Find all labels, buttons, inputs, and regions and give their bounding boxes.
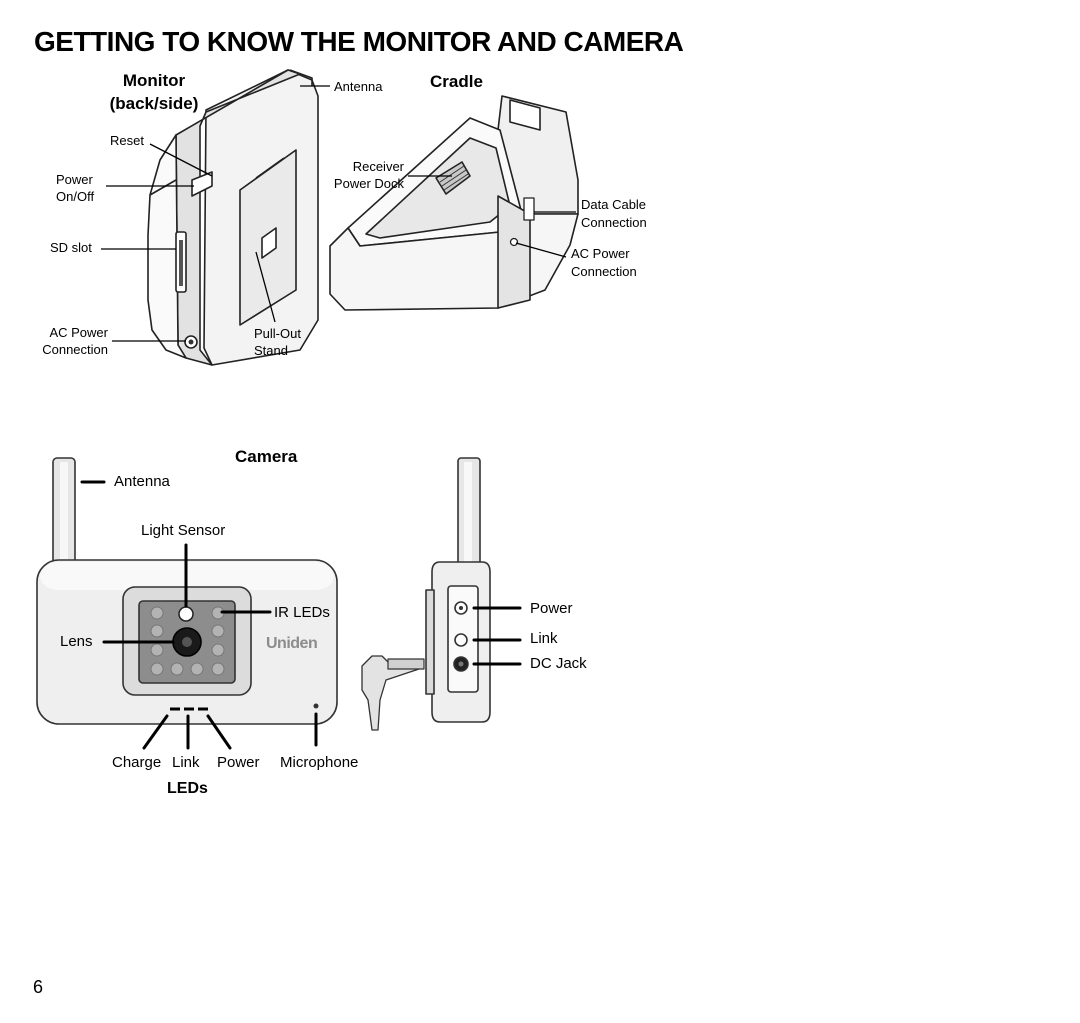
pull-out-stand-label: Pull-Out Stand: [254, 325, 301, 359]
monitor-ac-power-label: AC Power Connection: [24, 324, 108, 358]
power-led-label: Power: [217, 754, 260, 771]
cradle-leader-lines: [408, 175, 576, 258]
monitor-illustration: [147, 69, 319, 366]
cradle-ac-power-line1: AC Power: [571, 246, 630, 261]
power-label-line2: On/Off: [56, 189, 95, 204]
side-power-label: Power: [530, 600, 573, 617]
camera-heading: Camera: [235, 447, 298, 466]
data-cable-line2: Connection: [581, 215, 647, 230]
power-on-off-label: Power On/Off: [56, 171, 94, 205]
receiver-power-dock-label: Receiver Power Dock: [318, 158, 404, 192]
page-number: 6: [33, 977, 44, 997]
monitor-heading: Monitor (back/side): [104, 71, 204, 114]
cradle-heading: Cradle: [430, 72, 483, 91]
leds-heading: LEDs: [167, 780, 208, 797]
data-cable-line1: Data Cable: [581, 197, 647, 212]
sd-slot-label: SD slot: [50, 240, 92, 255]
microphone-label: Microphone: [280, 754, 359, 771]
data-cable-connection-label: Data Cable Connection: [581, 196, 647, 231]
page-title: GETTING TO KNOW THE MONITOR AND CAMERA: [34, 26, 684, 57]
camera-side-illustration: [361, 457, 491, 731]
stand-label-line1: Pull-Out: [254, 326, 301, 341]
camera-front-illustration: [36, 457, 338, 725]
monitor-heading-line2: (back/side): [109, 94, 199, 113]
power-label-line1: Power: [56, 172, 93, 187]
monitor-ac-power-line2: Connection: [42, 342, 108, 357]
ir-leds-label: IR LEDs: [274, 604, 330, 621]
light-sensor-label: Light Sensor: [141, 522, 226, 539]
receiver-label-line2: Power Dock: [333, 176, 404, 191]
cradle-ac-power-label: AC Power Connection: [571, 245, 637, 280]
dc-jack-label: DC Jack: [530, 655, 587, 672]
monitor-leader-lines: [101, 85, 330, 342]
charge-led-label: Charge: [112, 754, 162, 771]
camera-front-leader-lines: [80, 480, 318, 750]
cradle-ac-power-line2: Connection: [571, 264, 637, 279]
camera-antenna-label: Antenna: [114, 473, 170, 490]
receiver-label-line1: Receiver: [352, 159, 404, 174]
cradle-illustration: [329, 95, 579, 311]
lens-label: Lens: [60, 633, 93, 650]
stand-label-line2: Stand: [254, 343, 288, 358]
side-link-label: Link: [530, 630, 558, 647]
camera-side-leader-lines: [472, 606, 522, 666]
monitor-heading-line1: Monitor: [122, 71, 186, 90]
reset-label: Reset: [110, 133, 144, 148]
link-led-label: Link: [172, 754, 200, 771]
brand-logo: Uniden: [266, 635, 317, 652]
monitor-ac-power-line1: AC Power: [49, 325, 108, 340]
monitor-antenna-label: Antenna: [334, 79, 383, 94]
